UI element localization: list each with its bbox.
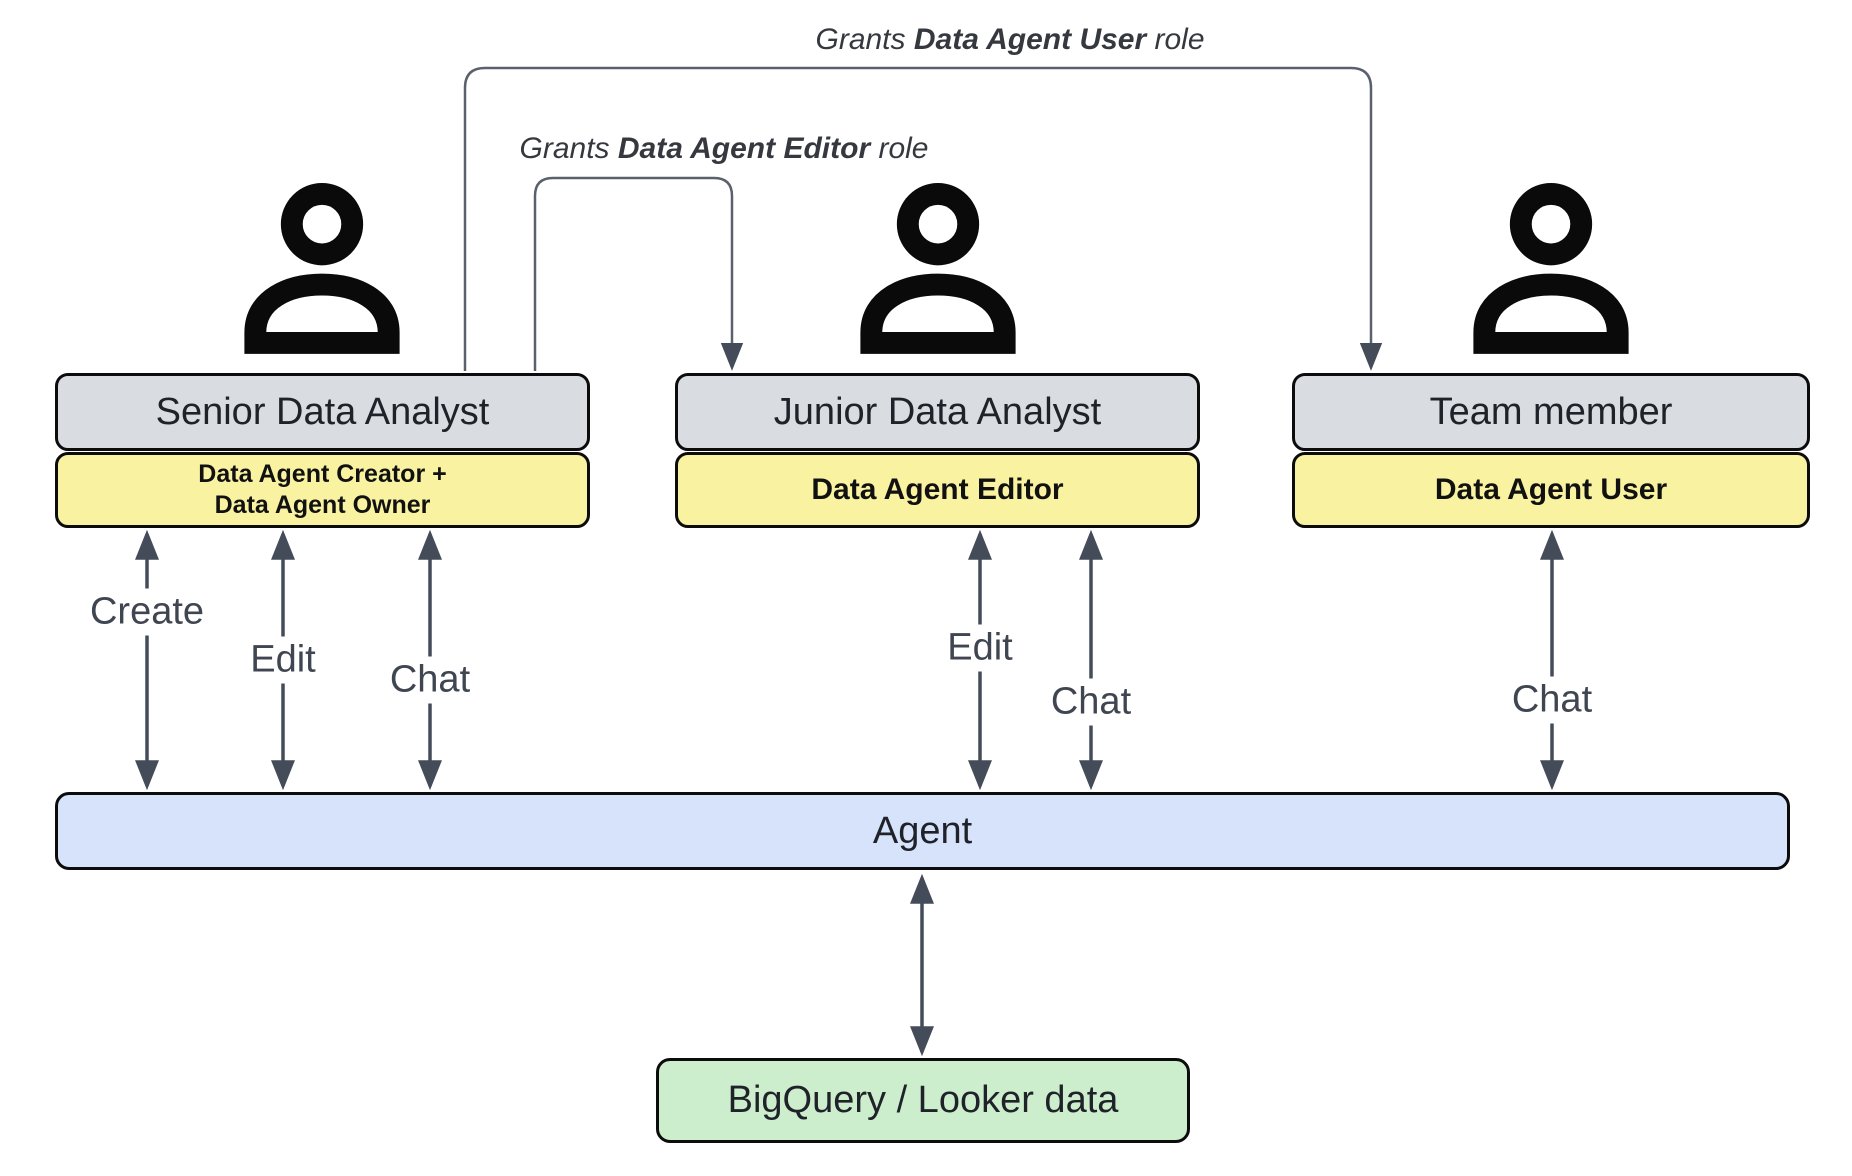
grant-user-prefix: Grants xyxy=(815,23,914,56)
team-role-line-1: Data Agent User xyxy=(1434,473,1668,506)
grant-editor-connector xyxy=(533,176,744,371)
datasource-label: BigQuery / Looker data xyxy=(727,1079,1119,1121)
grant-editor-role: Data Agent Editor xyxy=(617,132,871,165)
agent-bar: Agent xyxy=(55,792,1790,870)
datasource-box: BigQuery / Looker data xyxy=(656,1058,1190,1143)
grant-editor-label: Grants Data Agent Editor role xyxy=(520,132,929,166)
senior-analyst-role-box: Data Agent Creator + Data Agent Owner xyxy=(55,452,590,528)
person-icon-junior xyxy=(860,183,1016,354)
chat-label-senior: Chat xyxy=(381,656,479,704)
create-label-senior: Create xyxy=(81,588,213,636)
team-member-role-box: Data Agent User xyxy=(1292,452,1810,528)
edit-label-junior: Edit xyxy=(939,624,1021,672)
grant-user-suffix: role xyxy=(1146,23,1205,56)
team-member-box: Team member xyxy=(1292,373,1810,451)
person-icon-team xyxy=(1473,183,1629,354)
grant-user-connector xyxy=(463,66,1383,371)
grant-editor-prefix: Grants xyxy=(519,132,618,165)
chat-label-junior: Chat xyxy=(1042,678,1140,726)
team-member-title: Team member xyxy=(1429,390,1673,433)
agent-label: Agent xyxy=(872,809,973,852)
junior-analyst-box: Junior Data Analyst xyxy=(675,373,1200,451)
senior-analyst-title: Senior Data Analyst xyxy=(155,390,490,433)
chat-label-team: Chat xyxy=(1503,676,1601,724)
junior-analyst-title: Junior Data Analyst xyxy=(773,390,1102,433)
junior-role-line-1: Data Agent Editor xyxy=(811,473,1064,506)
person-icon-senior xyxy=(244,183,400,354)
junior-analyst-role-box: Data Agent Editor xyxy=(675,452,1200,528)
grant-user-role: Data Agent User xyxy=(913,23,1147,56)
senior-role-line-2: Data Agent Owner xyxy=(214,491,431,519)
grant-user-label: Grants Data Agent User role xyxy=(815,23,1204,57)
grant-editor-suffix: role xyxy=(870,132,929,165)
edit-label-senior: Edit xyxy=(242,636,324,684)
senior-role-line-1: Data Agent Creator + xyxy=(198,459,447,488)
senior-analyst-box: Senior Data Analyst xyxy=(55,373,590,451)
